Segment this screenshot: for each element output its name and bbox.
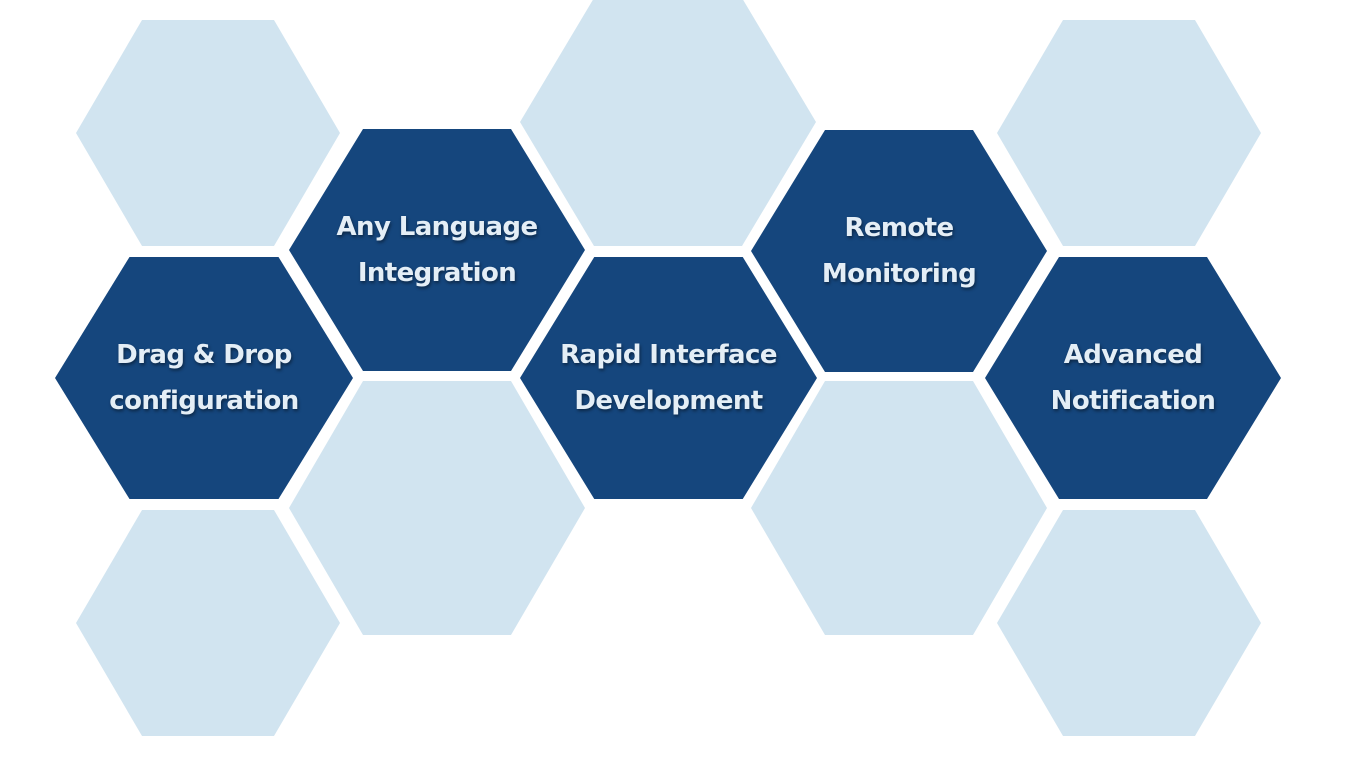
feature-hexagon-rapid-interface-development: Rapid Interface Development [520, 257, 817, 499]
feature-label-line: Drag & Drop [116, 340, 292, 370]
feature-label-line: Any Language [336, 212, 539, 242]
decorative-hexagon [751, 381, 1047, 635]
decorative-hexagon [76, 20, 340, 246]
feature-label: Any Language Integration [336, 204, 539, 296]
feature-hexagon-drag-drop-configuration: Drag & Drop configuration [55, 257, 353, 499]
decorative-hexagon [76, 510, 340, 736]
feature-label-line: Monitoring [821, 259, 977, 289]
decorative-hexagon [520, 0, 816, 246]
feature-label: Rapid Interface Development [560, 332, 777, 424]
feature-label-line: Notification [1050, 386, 1216, 416]
feature-label: Advanced Notification [1051, 332, 1216, 424]
feature-label: Drag & Drop configuration [109, 332, 299, 424]
feature-label-line: configuration [109, 386, 299, 416]
decorative-hexagon [997, 20, 1261, 246]
decorative-hexagon [997, 510, 1261, 736]
decorative-hexagon [289, 381, 585, 635]
feature-label-line: Remote [844, 213, 954, 243]
feature-label-line: Rapid Interface [560, 340, 777, 370]
feature-label: Remote Monitoring [821, 205, 977, 297]
feature-label-line: Development [574, 386, 763, 416]
feature-hexagon-any-language-integration: Any Language Integration [289, 129, 585, 371]
feature-label-line: Integration [357, 258, 517, 288]
feature-hexagon-advanced-notification: Advanced Notification [985, 257, 1281, 499]
feature-hexagon-remote-monitoring: Remote Monitoring [751, 130, 1047, 372]
feature-label-line: Advanced [1063, 340, 1203, 370]
